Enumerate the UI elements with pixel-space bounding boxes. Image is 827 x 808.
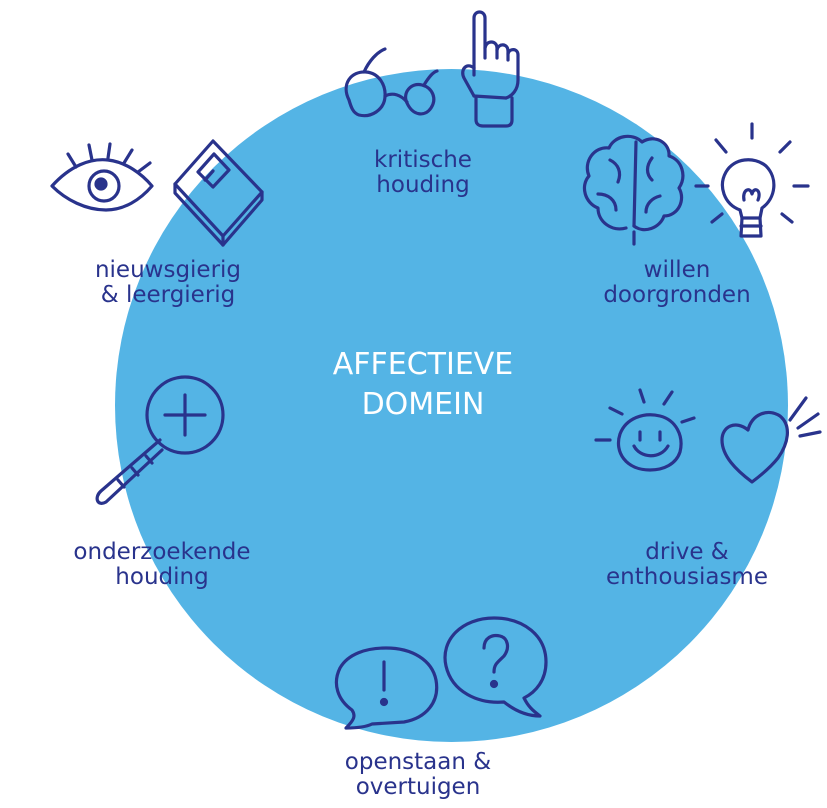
domain-circle: [115, 69, 788, 742]
question-speech-bubble-icon: [443, 616, 548, 718]
label-kritische-houding: kritische houding: [348, 148, 498, 198]
pointing-hand-icon: [461, 10, 520, 128]
label-line-1: kritische: [374, 147, 472, 173]
smiley-sun-icon: [594, 388, 696, 472]
lightbulb-icon: [694, 122, 810, 238]
label-openstaan-overtuigen: openstaan & overtuigen: [318, 750, 518, 800]
eye-icon: [50, 142, 154, 212]
heart-icon: [720, 396, 822, 484]
label-line-2: doorgronden: [603, 282, 751, 308]
label-nieuwsgierig-leergierig: nieuwsgierig & leergierig: [58, 258, 278, 308]
label-willen-doorgronden: willen doorgronden: [582, 258, 772, 308]
label-line-2: enthousiasme: [606, 564, 768, 590]
center-title-line-2: DOMEIN: [361, 387, 485, 422]
label-drive-enthousiasme: drive & enthousiasme: [572, 540, 802, 590]
magnifier-plus-icon: [95, 375, 225, 505]
center-title-line-1: AFFECTIEVE: [332, 347, 514, 382]
label-line-1: openstaan &: [344, 749, 492, 775]
label-line-1: drive &: [645, 539, 729, 565]
label-line-1: nieuwsgierig: [94, 257, 242, 283]
center-title: AFFECTIEVE DOMEIN: [263, 345, 583, 425]
label-line-2: & leergierig: [100, 282, 236, 308]
book-icon: [173, 139, 264, 247]
label-line-1: onderzoekende: [73, 539, 251, 565]
label-line-2: houding: [376, 172, 470, 198]
label-onderzoekende-houding: onderzoekende houding: [42, 540, 282, 590]
label-line-2: houding: [115, 564, 209, 590]
label-line-2: overtuigen: [355, 774, 481, 800]
glasses-icon: [344, 47, 439, 118]
label-line-1: willen: [643, 257, 711, 283]
exclamation-speech-bubble-icon: [334, 646, 439, 730]
brain-icon: [582, 134, 685, 246]
